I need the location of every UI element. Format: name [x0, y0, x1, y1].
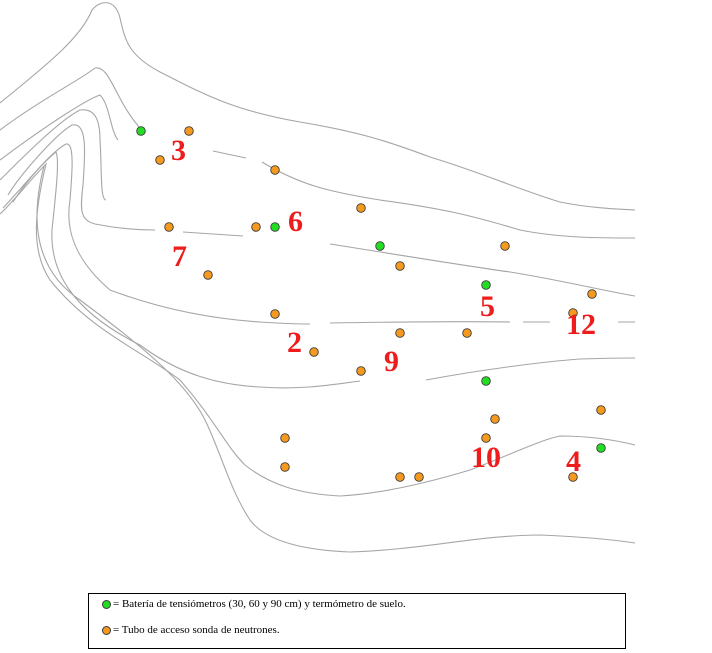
contour-line	[0, 67, 141, 131]
neutron-tube-marker	[395, 261, 405, 271]
plot-label-6: 6	[288, 205, 303, 238]
tensiometer-marker	[596, 443, 606, 453]
legend-tensiometer-text: = Batería de tensiómetros (30, 60 y 90 c…	[113, 598, 406, 610]
neutron-tube-marker	[395, 328, 405, 338]
contour-line	[7, 124, 156, 231]
neutron-tube-marker	[568, 308, 578, 318]
neutron-tube-marker	[270, 165, 280, 175]
contour-line	[0, 94, 119, 161]
neutron-tube-marker	[414, 472, 424, 482]
plot-label-9: 9	[384, 345, 399, 378]
tensiometer-marker	[270, 222, 280, 232]
contour-line	[182, 231, 244, 237]
neutron-tube-marker	[481, 433, 491, 443]
neutron-tube-marker	[568, 472, 578, 482]
plot-label-2: 2	[287, 326, 302, 359]
neutron-tube-marker	[356, 203, 366, 213]
legend-row-tensiometer: = Batería de tensiómetros (30, 60 y 90 c…	[102, 598, 406, 610]
neutron-tube-marker	[203, 270, 213, 280]
plot-label-7: 7	[172, 240, 187, 273]
contour-line	[329, 321, 511, 324]
plot-label-3: 3	[171, 134, 186, 167]
neutron-tube-marker	[462, 328, 472, 338]
plot-label-4: 4	[566, 445, 581, 478]
contour-line	[261, 161, 636, 239]
plot-label-5: 5	[480, 290, 495, 323]
contour-line	[0, 2, 636, 211]
tensiometer-marker	[136, 126, 146, 136]
neutron-tube-marker	[164, 222, 174, 232]
neutron-tube-marker	[596, 405, 606, 415]
contour-line	[329, 243, 636, 297]
neutron-tube-marker	[184, 126, 194, 136]
neutron-tube-marker	[280, 433, 290, 443]
legend-neutron-tube-text: = Tubo de acceso sonda de neutrones.	[113, 624, 280, 636]
neutron-tube-marker	[280, 462, 290, 472]
contour-line	[0, 109, 107, 201]
contour-line	[425, 357, 636, 381]
neutron-tube-legend-icon	[102, 625, 111, 635]
contour-lines	[0, 2, 636, 553]
neutron-tube-marker	[500, 241, 510, 251]
measurement-markers	[136, 126, 606, 482]
neutron-tube-marker	[395, 472, 405, 482]
neutron-tube-marker	[155, 155, 165, 165]
contour-line	[212, 150, 247, 159]
legend-row-neutron-tube: = Tubo de acceso sonda de neutrones.	[102, 624, 280, 636]
plot-label-12: 12	[566, 308, 596, 341]
tensiometer-marker	[481, 376, 491, 386]
tensiometer-marker	[481, 280, 491, 290]
tensiometer-marker	[375, 241, 385, 251]
contour-line	[0, 162, 636, 497]
tensiometer-legend-icon	[102, 599, 111, 609]
contour-line	[36, 165, 636, 553]
neutron-tube-marker	[490, 414, 500, 424]
neutron-tube-marker	[270, 309, 280, 319]
contour-line	[2, 151, 361, 389]
neutron-tube-marker	[356, 366, 366, 376]
neutron-tube-marker	[251, 222, 261, 232]
plot-label-10: 10	[471, 441, 501, 474]
neutron-tube-marker	[587, 289, 597, 299]
contour-line	[12, 143, 311, 325]
neutron-tube-marker	[309, 347, 319, 357]
map-legend: = Batería de tensiómetros (30, 60 y 90 c…	[88, 593, 626, 649]
